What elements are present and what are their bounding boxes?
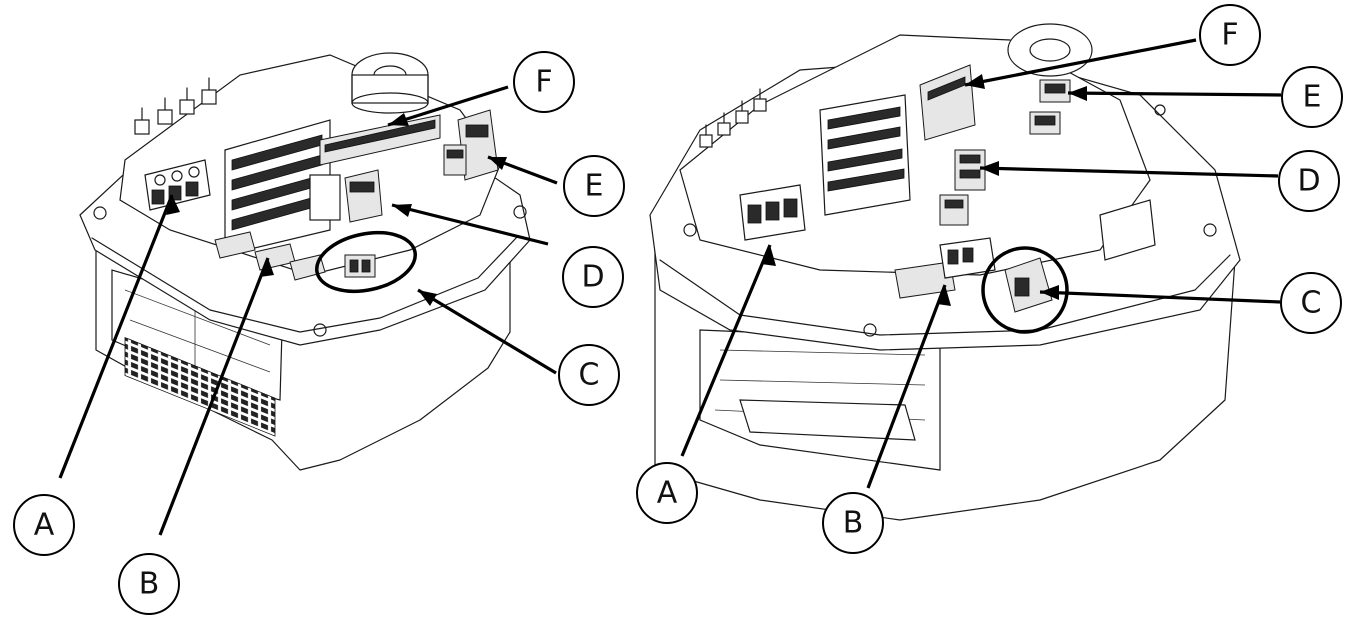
left-callouts: A B C D E F xyxy=(13,51,625,615)
right-callout-c: C xyxy=(1280,272,1342,334)
right-leader-d xyxy=(979,166,1279,178)
right-callouts: A B C D E F xyxy=(636,4,1343,554)
right-connector-d xyxy=(939,149,986,226)
svg-text:B: B xyxy=(843,506,864,541)
left-leader-d xyxy=(391,203,549,246)
svg-text:D: D xyxy=(1297,164,1320,199)
left-connector-c xyxy=(344,254,376,278)
left-callout-d: D xyxy=(562,246,624,308)
left-connector-d xyxy=(344,169,383,223)
svg-text:F: F xyxy=(535,65,552,100)
left-callout-a: A xyxy=(13,494,75,556)
svg-text:E: E xyxy=(585,169,604,204)
svg-text:A: A xyxy=(34,508,55,543)
right-leader-f xyxy=(964,38,1197,87)
right-callout-e: E xyxy=(1281,66,1343,128)
svg-text:D: D xyxy=(581,260,604,295)
left-leader-c xyxy=(417,288,557,375)
svg-text:C: C xyxy=(1301,286,1322,321)
left-callout-f: F xyxy=(513,51,575,113)
right-connector-c xyxy=(1004,257,1053,313)
right-fan-duct xyxy=(699,329,941,471)
right-callout-b: B xyxy=(822,492,884,554)
left-leader-a xyxy=(58,194,174,479)
svg-text:E: E xyxy=(1303,80,1322,115)
left-callout-c: C xyxy=(558,344,620,406)
svg-text:F: F xyxy=(1221,18,1238,53)
left-leader-f xyxy=(387,85,509,127)
svg-text:B: B xyxy=(139,567,160,602)
left-leader-b xyxy=(158,257,270,536)
left-callout-e: E xyxy=(563,155,625,217)
right-push-buttons xyxy=(699,88,767,148)
svg-text:A: A xyxy=(657,476,678,511)
right-leader-b xyxy=(866,284,947,489)
right-highlight-ring xyxy=(981,246,1069,334)
right-leader-e xyxy=(1067,91,1282,97)
left-highlight-ring xyxy=(314,230,418,294)
svg-text:C: C xyxy=(579,358,600,393)
right-leader-a xyxy=(680,244,772,457)
right-callout-a: A xyxy=(636,462,698,524)
right-connector-b xyxy=(894,237,996,299)
left-push-buttons xyxy=(134,77,217,135)
right-connector-e xyxy=(1029,79,1071,135)
right-callout-f: F xyxy=(1199,4,1261,66)
left-drive-unit-illustration xyxy=(79,52,531,471)
right-callout-d: D xyxy=(1278,150,1340,212)
right-power-terminals xyxy=(739,184,806,241)
right-drive-unit-illustration xyxy=(649,23,1241,521)
left-callout-b: B xyxy=(118,553,180,615)
right-leader-c xyxy=(1039,290,1281,304)
